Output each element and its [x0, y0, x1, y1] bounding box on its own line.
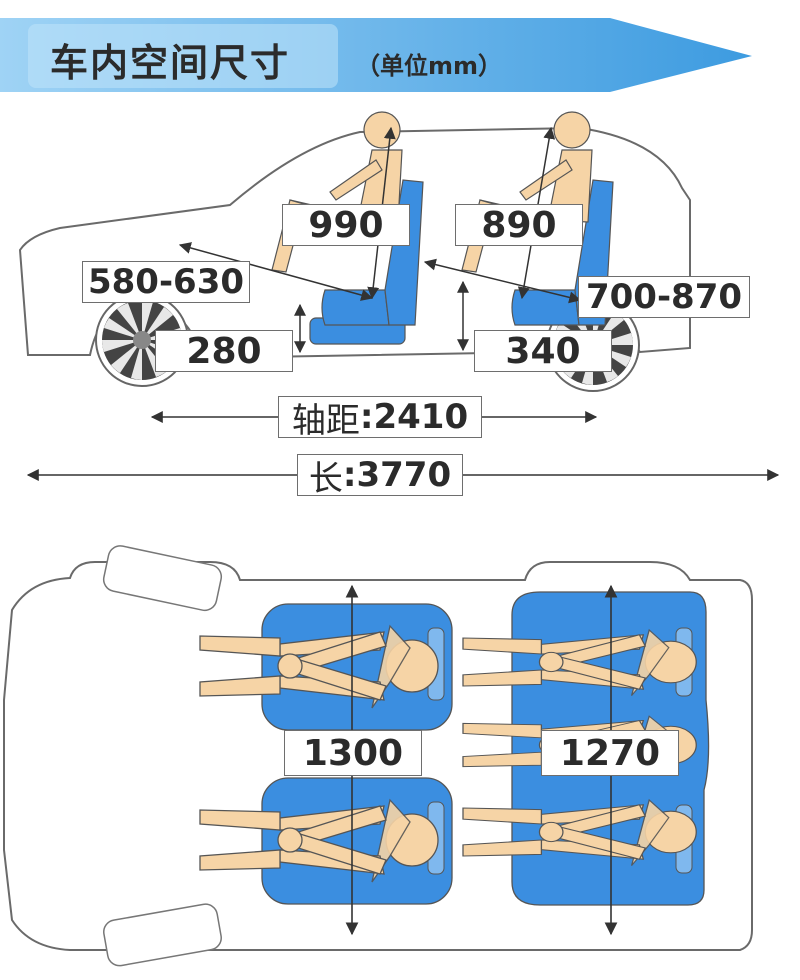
rear-seat-height-label: 340	[474, 330, 612, 372]
rear-legroom-label: 700-870	[578, 276, 750, 318]
length-label-text: 长	[308, 458, 343, 499]
page-title: 车内空间尺寸	[50, 41, 291, 85]
unit-note: （单位mm）	[356, 52, 503, 80]
front-seat-height-label: 280	[155, 330, 293, 372]
front-right-wheel-icon	[103, 903, 222, 967]
front-width-label: 1300	[284, 730, 422, 776]
front-headroom-label: 990	[282, 204, 410, 246]
rear-legroom-arrow	[423, 258, 582, 304]
header-banner: 车内空间尺寸 （单位mm）	[0, 0, 800, 100]
length-label: 长:3770	[297, 454, 463, 499]
front-legroom-label: 580-630	[82, 261, 250, 303]
rear-width-label: 1270	[541, 730, 679, 776]
rear-headroom-label: 890	[455, 204, 583, 246]
wheelbase-value: :2410	[359, 397, 469, 437]
front-legroom-arrow	[178, 242, 374, 301]
front-left-wheel-icon	[102, 545, 223, 612]
wheelbase-label-text: 轴距	[291, 400, 360, 441]
length-value: :3770	[342, 455, 452, 495]
wheelbase-label: 轴距:2410	[278, 396, 482, 441]
